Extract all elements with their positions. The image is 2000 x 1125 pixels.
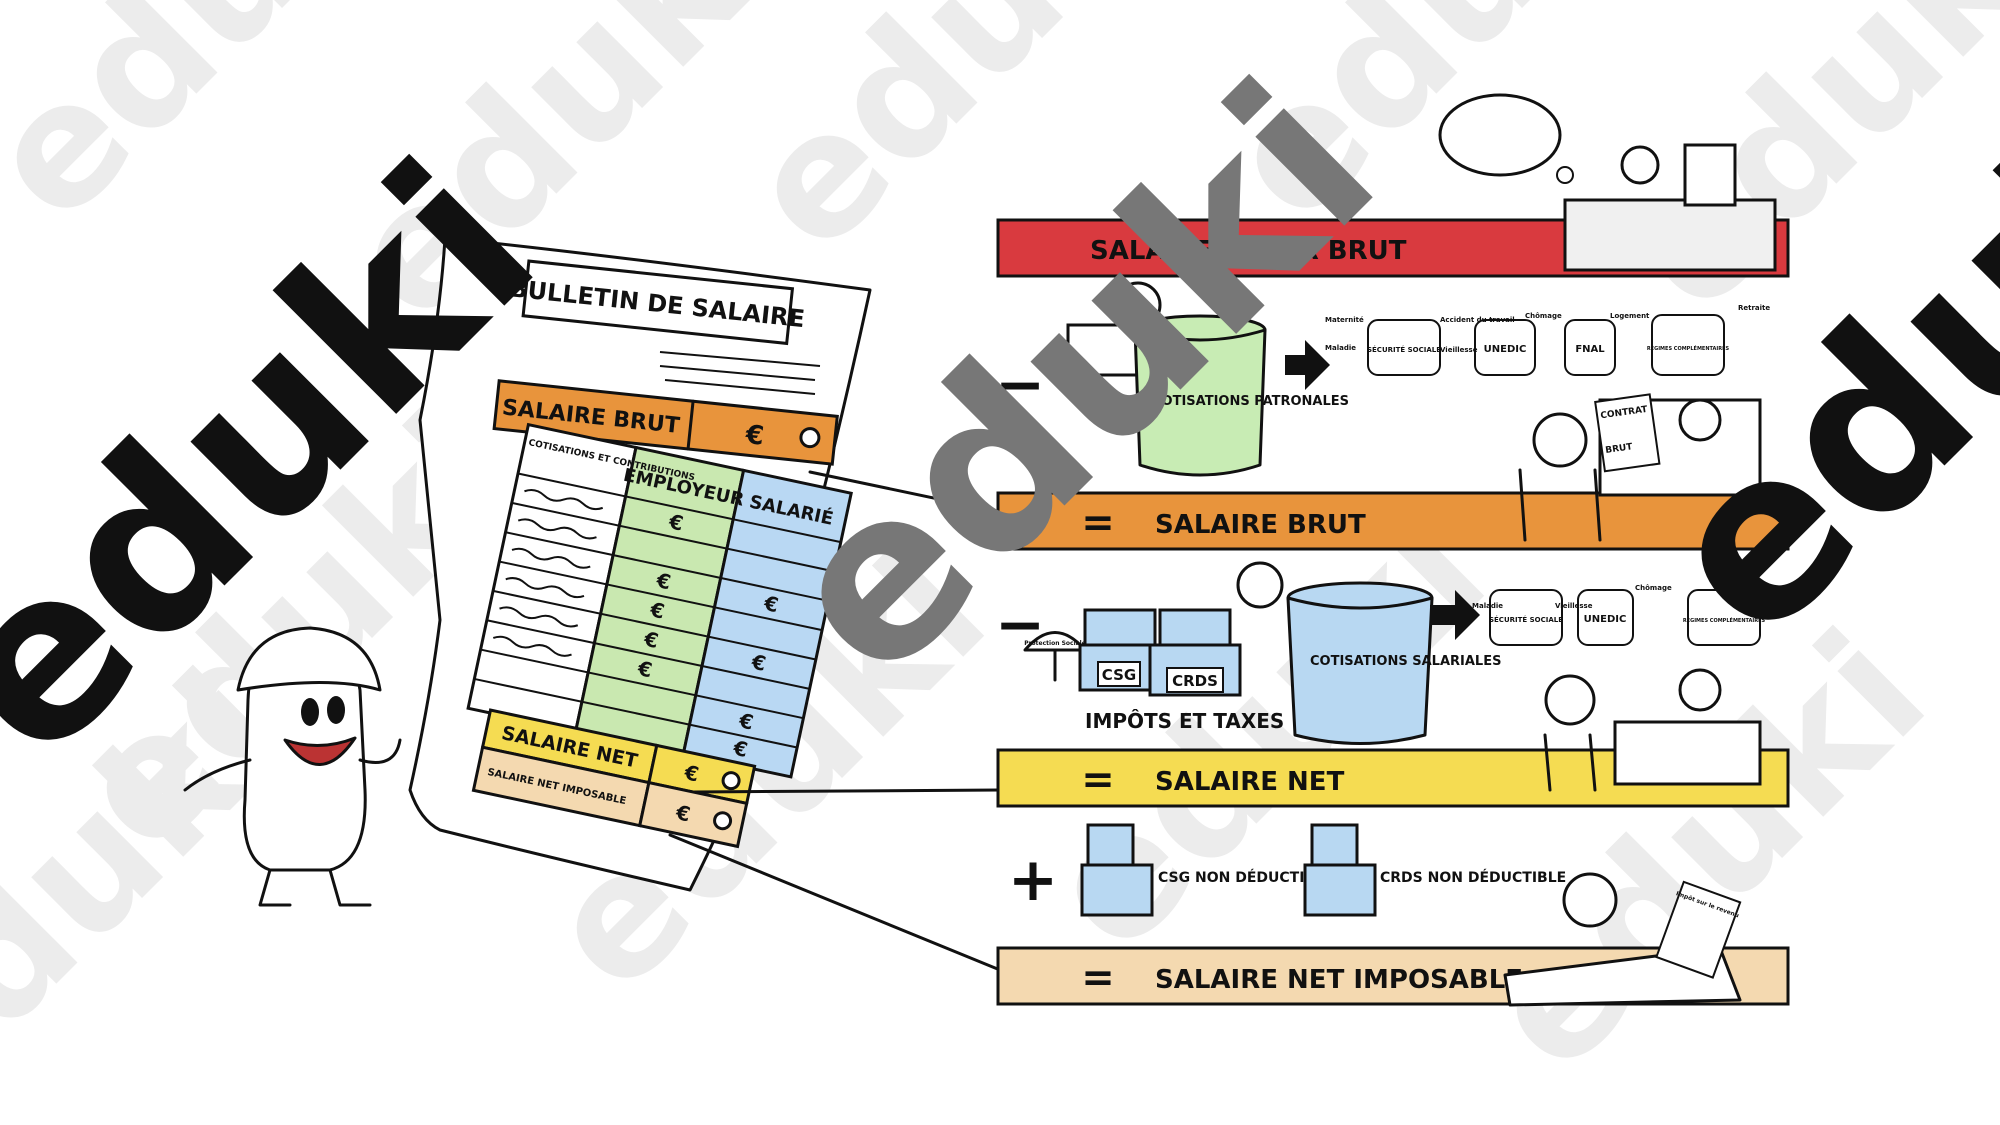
csg-label: CSG	[1102, 666, 1136, 684]
contract-scene: CONTRAT BRUT	[1518, 393, 1762, 542]
euro-symbol: €	[749, 649, 769, 676]
fund-label: SÉCURITÉ SOCIALE	[1367, 345, 1441, 354]
contract-doc-label: BRUT	[1605, 442, 1634, 456]
payslip-lines	[659, 351, 821, 395]
cotisations-salariales-can: COTISATIONS SALARIALES	[1286, 581, 1501, 745]
taxes-caption: IMPÔTS ET TAXES	[1085, 709, 1284, 733]
euro-symbol: €	[730, 735, 750, 762]
euro-symbol: €	[673, 800, 693, 827]
patronal-funds: SÉCURITÉ SOCIALE UNEDIC FNAL RÉGIMES COM…	[1367, 314, 1730, 376]
plus-sign: +	[1008, 845, 1058, 915]
risk-label: Chômage	[1635, 584, 1672, 592]
connector-lines	[668, 470, 1002, 972]
euro-symbol: €	[736, 708, 756, 735]
salarial-risks: Maladie Vieillesse Chômage	[1472, 584, 1672, 610]
connector-dot	[799, 427, 821, 449]
csg-chest: CSG	[1078, 608, 1157, 692]
risk-label: Logement	[1610, 312, 1650, 320]
risk-label: Accident du travail	[1440, 316, 1515, 324]
fund-label: SÉCURITÉ SOCIALE	[1489, 615, 1563, 624]
euro-symbol: €	[635, 656, 655, 683]
risk-label: Vieillesse	[1555, 602, 1593, 610]
euro-symbol: €	[666, 509, 686, 536]
bar-brut-label: SALAIRE BRUT	[1155, 510, 1366, 540]
payday-scene	[1543, 668, 1762, 792]
euro-symbol: €	[641, 626, 661, 653]
arrow-icon	[1430, 590, 1480, 640]
euro-symbol: €	[647, 597, 667, 624]
fund-label: FNAL	[1575, 344, 1605, 355]
risk-label: Maternité	[1325, 316, 1364, 324]
equals-sign: =	[1081, 955, 1115, 1001]
crds-box	[1303, 823, 1377, 917]
salarial-funds: SÉCURITÉ SOCIALE UNEDIC RÉGIMES COMPLÉME…	[1489, 589, 1766, 646]
cotisations-salariales-label: COTISATIONS SALARIALES	[1310, 654, 1501, 669]
crds-label: CRDS	[1172, 672, 1218, 690]
office-scene	[1438, 93, 1777, 272]
bar-brut: = SALAIRE BRUT	[996, 491, 1790, 551]
risk-label: Maladie	[1472, 602, 1503, 610]
risk-label: Retraite	[1738, 304, 1770, 312]
payslip-brut-row	[492, 379, 839, 466]
euro-symbol: €	[681, 760, 701, 787]
cotisations-patronales-label: COTISATIONS PATRONALES	[1152, 394, 1349, 409]
crds-chest: CRDS	[1148, 608, 1242, 697]
tax-scene: Impôt sur le revenu	[1503, 872, 1742, 1007]
csg-non-deductible-label: CSG NON DÉDUCTIBLE	[1158, 869, 1334, 886]
euro-symbol: €	[743, 420, 765, 452]
payslip: BULLETIN DE SALAIRE SALAIRE BRUT €	[408, 236, 872, 892]
patronal-risks: Maternité Maladie Accident du travail Vi…	[1325, 304, 1770, 354]
patronal-section: − COTISATIONS PATRONALES SÉCURITÉ SOCIAL…	[995, 281, 1770, 477]
bar-super-brut-label: SALAIRE SUPER BRUT	[1090, 236, 1407, 266]
payslip-table: COTISATIONS ET CONTRIBUTIONS EMPLOYEUR S…	[466, 422, 853, 779]
connector-dot	[713, 811, 733, 831]
csg-box	[1080, 823, 1154, 917]
minus-sign: −	[995, 350, 1045, 420]
risk-label: Chômage	[1525, 312, 1562, 320]
cotisations-patronales-can: COTISATIONS PATRONALES	[1133, 314, 1349, 477]
salarial-section: − Protection Sociale CSG CRDS IMPÔTS ET …	[995, 561, 1766, 745]
fund-label: UNEDIC	[1584, 614, 1627, 625]
bar-net-label: SALAIRE NET	[1155, 767, 1345, 797]
crds-non-deductible-label: CRDS NON DÉDUCTIBLE	[1380, 869, 1566, 886]
non-deductible-section: + CSG NON DÉDUCTIBLE CRDS NON DÉDUCTIBLE	[1008, 823, 1566, 917]
bar-net-imposable-label: SALAIRE NET IMPOSABLE	[1155, 965, 1523, 995]
equals-sign: =	[1081, 757, 1115, 803]
euro-symbol: €	[761, 591, 781, 618]
fund-label: RÉGIMES COMPLÉMENTAIRES	[1683, 616, 1766, 624]
protection-label: Protection Sociale	[1024, 640, 1086, 647]
fund-label: UNEDIC	[1484, 344, 1527, 355]
connector-dot	[721, 771, 741, 791]
worker-mascot	[183, 626, 402, 907]
risk-label: Vieillesse	[1440, 346, 1478, 354]
risk-label: Maladie	[1325, 344, 1356, 352]
equals-sign: =	[1081, 500, 1115, 546]
euro-symbol: €	[654, 568, 674, 595]
fund-label: RÉGIMES COMPLÉMENTAIRES	[1647, 344, 1730, 352]
arrow-icon	[1285, 340, 1330, 390]
